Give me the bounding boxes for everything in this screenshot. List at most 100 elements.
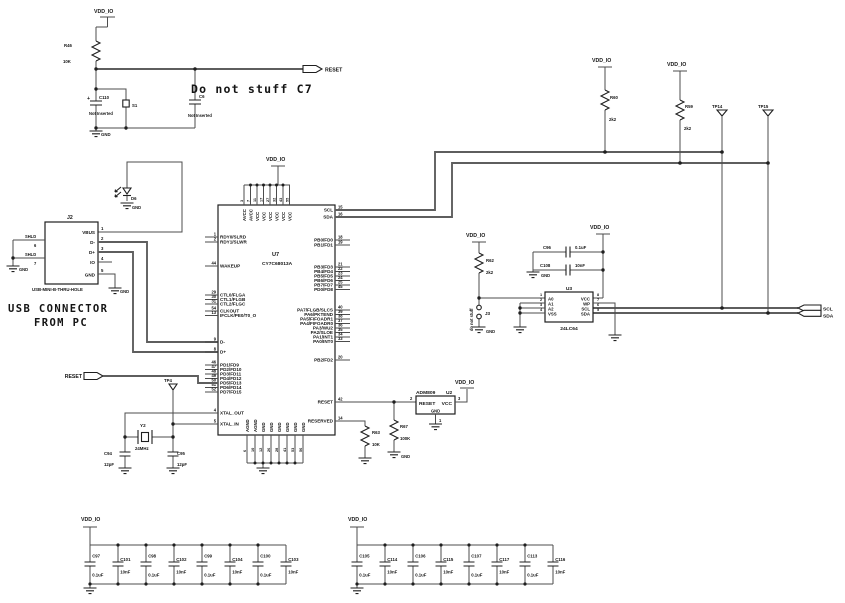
decoupling-bank-2[interactable]: VDD_IO C105 0.1uF C114 10nF C106 0.1uF C…	[348, 517, 566, 595]
pin-number: 7	[246, 200, 250, 202]
c95-ref: C95	[177, 451, 185, 456]
pin-name: IFCLK/PE0/T0_O	[220, 313, 257, 318]
u3-vcc-rail	[593, 233, 610, 299]
pin-number: 55	[285, 198, 289, 202]
pin-name: SCL	[581, 307, 590, 312]
crystal-y2[interactable]	[137, 430, 153, 444]
junction-dot	[392, 400, 396, 404]
junction-dot	[171, 435, 175, 439]
junction-dot	[256, 543, 260, 547]
led-arrows	[114, 186, 122, 198]
gnd-label: GND	[541, 273, 550, 278]
cap-value: 10nF	[499, 570, 509, 575]
pin-number: 30	[211, 294, 216, 299]
tp14-testpoint[interactable]	[715, 109, 729, 117]
gnd-symbol	[513, 326, 527, 334]
cap-c108-plates	[565, 264, 571, 276]
decoupling-bank-1[interactable]: VDD_IO C97 0.1uF C101 10nF C98 0.1uF C10…	[81, 517, 299, 595]
pin-name: PA6/PKTEND	[304, 312, 333, 317]
cap-ref: C117	[499, 557, 510, 562]
pin-number: 21	[338, 262, 343, 267]
eeprom-circuit[interactable]: VDD_IO R62 2k2 J3 do not stuff GND GND C…	[466, 225, 622, 342]
reset-supervisor-circuit[interactable]: R67 100K GND R63 10K ADM809 U2 RESET VCC…	[350, 380, 474, 465]
vdd-label: VDD_IO	[466, 233, 485, 239]
gnd-symbol	[6, 265, 20, 273]
u3-wp-wire	[593, 302, 616, 335]
pin-name: GND	[285, 422, 290, 432]
tp4-testpoint[interactable]	[167, 383, 179, 391]
vdd-label: VDD_IO	[266, 157, 285, 163]
r59-wires	[673, 70, 687, 163]
pin-number: 51	[211, 382, 216, 387]
bank2-rails	[350, 526, 554, 588]
resistor-r67-zigzag	[388, 419, 400, 441]
pin-number: 5	[597, 308, 599, 312]
u7-part: CY7C68013A	[262, 261, 293, 267]
crystal-circuit[interactable]: RESET TP4 Y2 24MHz C94 12pF C95 12pF	[65, 371, 218, 475]
usb-caption-1: USB CONNECTOR	[8, 303, 108, 315]
switch-s1-body[interactable]	[122, 99, 130, 108]
r62-ref: R62	[486, 258, 494, 263]
cap-ref: C116	[555, 557, 566, 562]
cap-value: 10nF	[387, 570, 397, 575]
pin-number: 5	[101, 268, 104, 273]
led-d6[interactable]: D6 GND	[114, 186, 141, 210]
r62-value: 2k2	[486, 270, 494, 275]
junction-dot	[495, 582, 499, 586]
r67-ref: R67	[400, 424, 408, 429]
gnd-label: GND	[132, 205, 141, 210]
pin-name: PB4/FD4	[314, 269, 333, 274]
pin-number: 5	[214, 419, 217, 424]
junction-dot	[601, 268, 605, 272]
reset-pullup-circuit[interactable]: VDD_IO R46 10K + C110 Not Inserted S1 C6…	[63, 9, 343, 138]
pin-number: 40	[338, 305, 343, 310]
junction-dot	[228, 582, 232, 586]
pin-number: 1	[214, 232, 217, 237]
top-power-rail	[243, 165, 290, 205]
pin-name: A0	[548, 297, 554, 302]
i2c-bus-circuit[interactable]: VDD_IO R60 2k2 VDD_IO R59 2k2 TP14 TP15 …	[335, 58, 834, 320]
gnd-symbol	[526, 271, 540, 279]
cap-ref: C98	[148, 554, 156, 559]
pin-name: XTAL_OUT	[220, 411, 244, 416]
j3-pin[interactable]	[476, 304, 482, 311]
tp15-testpoint[interactable]	[761, 109, 775, 117]
usb-connector-circuit[interactable]: D6 GND J2 1 2 3 4 5 VBUS D- D+ IO GND SH…	[6, 161, 219, 353]
cap-plates	[351, 561, 559, 567]
reset-offpage-connector-left[interactable]	[83, 371, 105, 381]
u3-body[interactable]	[544, 291, 594, 323]
pin-name: GND	[293, 422, 298, 432]
pin-number: 4	[214, 408, 217, 413]
cap-value: 0.1uF	[204, 573, 216, 578]
j3-pin[interactable]	[476, 313, 482, 320]
pin-number: 38	[338, 314, 343, 319]
pin-number: 36	[338, 323, 343, 328]
junction-dot	[383, 582, 387, 586]
pin-name: AVCC	[242, 209, 247, 221]
cap-value: 0.1uF	[92, 573, 104, 578]
junction-dot	[255, 183, 259, 187]
u3-ref: U3	[566, 286, 573, 292]
r46-value: 10K	[63, 59, 72, 64]
junction-dot	[171, 422, 175, 426]
junction-dot	[253, 461, 257, 465]
pin-number: 28	[275, 448, 279, 452]
pin-number: 7	[597, 298, 599, 302]
pin-number: 24	[338, 275, 343, 280]
junction-dot	[262, 183, 265, 187]
pin-number: 4	[540, 308, 543, 312]
crystal-y2-body	[140, 431, 150, 443]
mcu-u7[interactable]: U7 CY7C68013A 1 2 44 29 30 31 54 13 9 8 …	[205, 157, 350, 475]
reset-offpage-connector[interactable]	[302, 64, 324, 74]
r46-ref: R46	[64, 43, 72, 48]
junction-dot	[269, 461, 273, 465]
resistor-r59-zigzag	[674, 99, 686, 121]
sda-offpage-connector[interactable]	[796, 309, 822, 317]
j2-body[interactable]	[44, 221, 99, 285]
wires	[95, 16, 196, 131]
pin-number: 27	[266, 198, 270, 202]
pin-number: 1	[101, 226, 104, 231]
pin-name: PD0/FD8	[314, 287, 333, 292]
junction-dot	[467, 543, 471, 547]
